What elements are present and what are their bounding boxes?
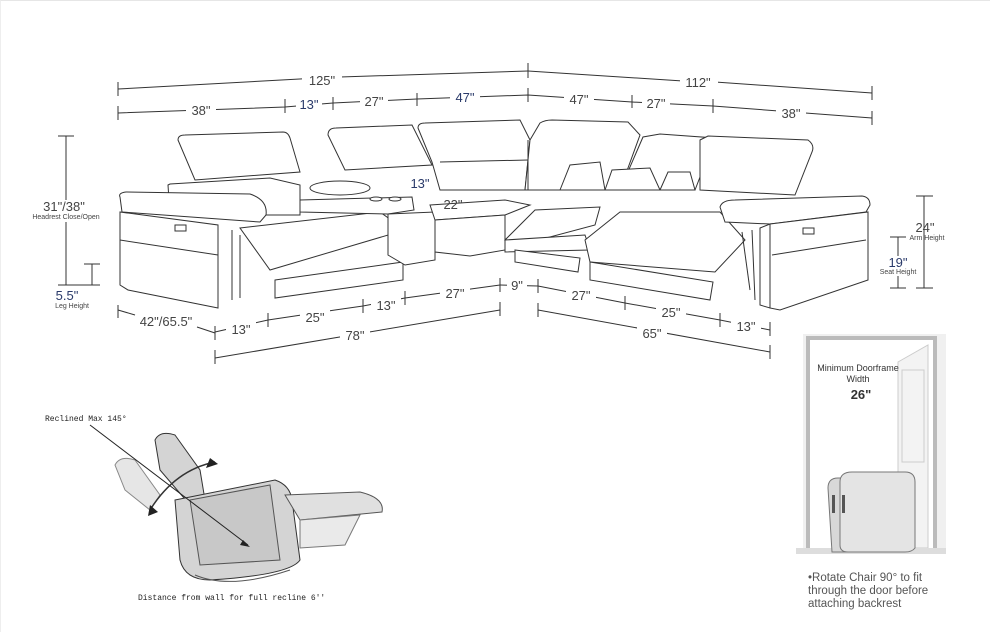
gap-dimension: 9"	[511, 278, 523, 293]
bottom-segment-dimension: 25"	[305, 310, 324, 325]
console-depth-dimension: 22"	[443, 197, 462, 212]
left-height-lines	[58, 135, 100, 286]
arm-height-dimension: 24"	[915, 220, 934, 235]
bottom-segment-dimension: 27"	[445, 286, 464, 301]
segment-dimension: 13"	[299, 97, 318, 112]
segment-dimension: 27"	[364, 94, 383, 109]
bottom-segment-dimension: 25"	[661, 305, 680, 320]
recliner-side-view-drawing	[89, 424, 383, 582]
doorframe-title-line1: Minimum Doorframe	[817, 363, 899, 373]
console-height-dimension: 13"	[410, 176, 429, 191]
leg-height-label: Leg Height	[55, 303, 89, 310]
overall-dimension-lines	[117, 63, 873, 125]
segment-dimension: 47"	[455, 90, 474, 105]
bottom-segment-dimension: 27"	[571, 288, 590, 303]
left-total-dimension: 78"	[345, 328, 364, 343]
overall-left-dimension: 125"	[309, 73, 336, 88]
rotate-note-line: •Rotate Chair 90° to fit	[808, 572, 923, 584]
bottom-segment-dimension: 13"	[376, 298, 395, 313]
depth-dimension: 42"/65.5"	[140, 314, 193, 329]
rotate-note-line: through the door before	[808, 585, 928, 597]
leg-height-dimension: 5.5"	[56, 288, 79, 303]
segment-dimension: 38"	[191, 103, 210, 118]
arm-height-label: Arm Height	[909, 235, 944, 242]
bottom-segment-dimension: 13"	[736, 319, 755, 334]
segment-dimension: 27"	[646, 96, 665, 111]
headrest-height-label: Headrest Close/Open	[32, 214, 99, 221]
doorframe-illustration	[796, 334, 946, 554]
right-total-dimension: 65"	[642, 326, 661, 341]
sectional-sofa-drawing	[119, 119, 871, 311]
reclined-max-label: Reclined Max 145°	[45, 415, 127, 424]
segment-dimension: 38"	[781, 106, 800, 121]
wall-distance-label: Distance from wall for full recline 6''	[138, 594, 325, 603]
doorframe-width-value: 26"	[851, 387, 872, 402]
rotate-note-line: attaching backrest	[808, 598, 902, 610]
overall-right-dimension: 112"	[685, 75, 711, 90]
headrest-height-dimension: 31"/38"	[43, 199, 85, 214]
segment-dimension: 47"	[569, 92, 588, 107]
bottom-segment-dimension: 13"	[231, 322, 250, 337]
seat-height-dimension: 19"	[888, 255, 907, 270]
right-height-lines	[890, 195, 933, 289]
doorframe-title-line2: Width	[846, 374, 869, 384]
seat-height-label: Seat Height	[880, 269, 917, 276]
